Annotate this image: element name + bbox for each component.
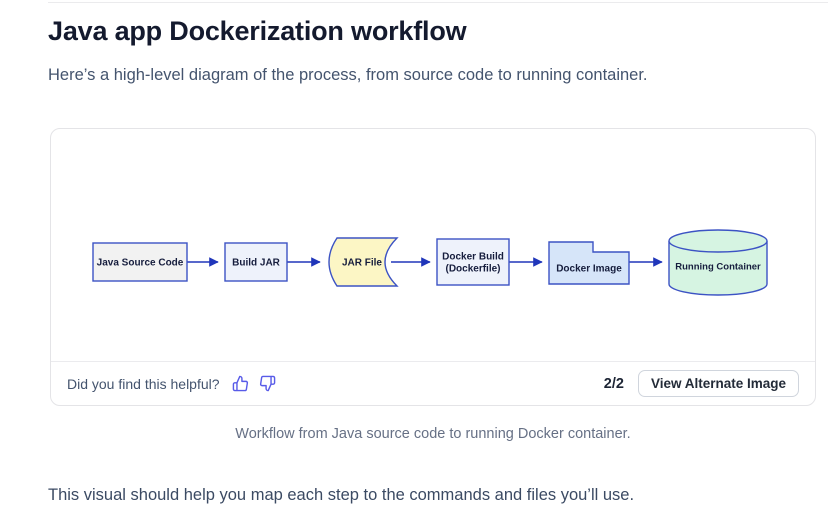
figure-footer: Did you find this helpful? 2/2 View Alte… [51,361,815,405]
svg-text:Running Container: Running Container [675,262,761,273]
flowchart-svg: Java Source Code Build JAR JAR File Dock… [92,229,768,296]
node-docker-build: Docker Build (Dockerfile) [436,238,510,286]
svg-text:Build JAR: Build JAR [232,258,281,269]
node-docker-image: Docker Image [548,241,630,285]
image-pager: 2/2 [603,375,624,392]
thumbs-down-button[interactable] [259,375,276,392]
node-jar-file: JAR File [328,237,399,287]
workflow-diagram: Java Source Code Build JAR JAR File Dock… [51,129,815,361]
node-build-jar: Build JAR [224,242,288,282]
node-java-source-code: Java Source Code [92,242,188,282]
thumbs-up-button[interactable] [232,375,249,392]
figure-card: Java Source Code Build JAR JAR File Dock… [50,128,816,406]
svg-text:Docker Image: Docker Image [556,264,622,275]
top-divider [48,2,828,3]
node-running-container: Running Container [668,229,768,296]
svg-text:JAR File: JAR File [342,258,382,269]
page-subtitle: Here’s a high-level diagram of the proce… [48,66,648,84]
svg-text:Java Source Code: Java Source Code [97,258,184,269]
view-alternate-image-button[interactable]: View Alternate Image [637,370,799,397]
feedback-question: Did you find this helpful? [67,375,220,392]
figure-caption: Workflow from Java source code to runnin… [235,426,631,442]
closing-text: This visual should help you map each ste… [48,486,635,504]
thumbs-up-icon [232,375,248,392]
svg-text:(Dockerfile): (Dockerfile) [445,264,500,275]
thumbs-down-icon [259,375,275,392]
svg-text:Docker Build: Docker Build [442,252,504,263]
page-title: Java app Dockerization workflow [48,16,467,46]
